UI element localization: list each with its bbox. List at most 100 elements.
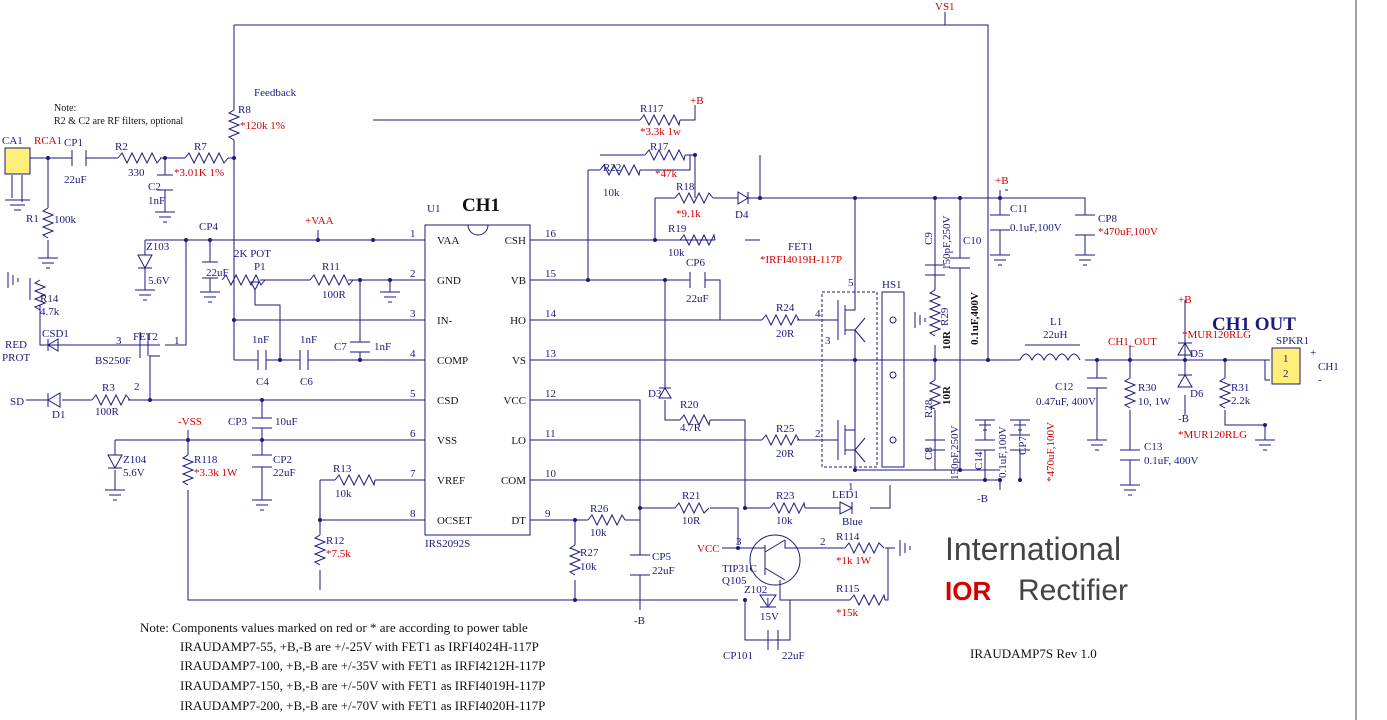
label-r28v: 10R xyxy=(941,385,953,405)
label-r2: R2 xyxy=(115,141,128,153)
label-spkr-p1: 1 xyxy=(1283,353,1289,365)
label-nb1: -B xyxy=(634,615,645,627)
label-r29: R29 xyxy=(939,307,951,326)
label-c2: C2 xyxy=(148,181,161,193)
fet1-pin-4: 4 xyxy=(815,308,821,320)
ic-pin-name: OCSET xyxy=(437,515,472,527)
ic-pin-number: 14 xyxy=(545,308,557,320)
label-c8v: 150pF,250V xyxy=(949,426,961,480)
label-c11v: 0.1uF,100V xyxy=(1010,222,1062,234)
label-nb3: -B xyxy=(977,493,988,505)
label-cp4v: 22uF xyxy=(206,267,229,279)
label-r29v: 10R xyxy=(941,330,953,350)
label-plus: + xyxy=(1310,347,1316,359)
fet1-pin-3: 3 xyxy=(825,335,831,347)
label-spkr1: SPKR1 xyxy=(1276,335,1309,347)
label-vaa: +VAA xyxy=(305,215,334,227)
bottom-note-4: IRAUDAMP7-150, +B,-B are +/-50V with FET… xyxy=(180,678,545,693)
ic-u1 xyxy=(424,224,531,536)
label-c10v: 0.1uF,400V xyxy=(969,292,981,345)
label-c12: C12 xyxy=(1055,381,1073,393)
label-r8: R8 xyxy=(238,104,251,116)
label-r24: R24 xyxy=(776,302,795,314)
label-d6: D6 xyxy=(1190,388,1204,400)
label-r114v: *1k 1W xyxy=(836,555,872,567)
ic-pin-name: VCC xyxy=(503,395,526,407)
label-cp101: CP101 xyxy=(723,650,753,662)
label-r27: R27 xyxy=(580,547,599,559)
label-r115: R115 xyxy=(836,583,860,595)
labels: CH1 CH1 OUT U1 IRS2092S IRAUDAMP7S Rev 1… xyxy=(2,1,1339,713)
label-pot: 2K POT xyxy=(234,248,271,260)
label-l1v: 22uH xyxy=(1043,329,1068,341)
label-hs1: HS1 xyxy=(882,279,902,291)
label-r11: R11 xyxy=(322,261,340,273)
ic-pin-name: VS xyxy=(512,355,526,367)
label-ledv: Blue xyxy=(842,516,863,528)
net-vs1: VS1 xyxy=(935,1,955,13)
label-c6: C6 xyxy=(300,376,313,388)
label-cp5: CP5 xyxy=(652,551,671,563)
label-c13: C13 xyxy=(1144,441,1163,453)
ic-pin-name: GND xyxy=(437,275,461,287)
label-r118: R118 xyxy=(194,454,218,466)
label-r25: R25 xyxy=(776,423,795,435)
label-tip: TIP31C xyxy=(722,563,757,575)
ic-pin-name: IN- xyxy=(437,315,453,327)
label-d4: D4 xyxy=(735,209,749,221)
ic-pin-number: 4 xyxy=(410,348,416,360)
ic-pin-name: VREF xyxy=(437,475,465,487)
logo-ior: IOR xyxy=(945,576,991,606)
label-d5v: *MUR120RLG xyxy=(1182,329,1251,341)
label-r19v: 10k xyxy=(668,247,685,259)
ic-pin-number: 9 xyxy=(545,508,551,520)
label-fet2: FET2 xyxy=(133,331,158,343)
label-z104v: 5.6V xyxy=(123,467,145,479)
ic-pin-number: 8 xyxy=(410,508,416,520)
label-z103: Z103 xyxy=(146,241,170,253)
rf-note-2: R2 & C2 are RF filters, optional xyxy=(54,116,183,127)
label-r24v: 20R xyxy=(776,328,795,340)
ic-pin-name: COM xyxy=(501,475,526,487)
bottom-note-2: IRAUDAMP7-55, +B,-B are +/-25V with FET1… xyxy=(180,639,539,654)
ic-part: IRS2092S xyxy=(425,538,470,550)
ic-pin-name: LO xyxy=(511,435,526,447)
label-cp4: CP4 xyxy=(199,221,218,233)
label-l1: L1 xyxy=(1050,316,1062,328)
label-fet1v: *IRFI4019H-117P xyxy=(760,254,842,266)
label-r21: R21 xyxy=(682,490,700,502)
label-cp2v: 22uF xyxy=(273,467,296,479)
label-r3: R3 xyxy=(102,382,115,394)
label-r22v: 10k xyxy=(603,187,620,199)
logo-line1: International xyxy=(945,531,1121,567)
label-cp1: CP1 xyxy=(64,137,83,149)
label-pb1: +B xyxy=(690,95,704,107)
label-q105: Q105 xyxy=(722,575,747,587)
label-r17: R17 xyxy=(650,141,669,153)
label-cp8: CP8 xyxy=(1098,213,1117,225)
label-cp7v: *470uF,100V xyxy=(1045,422,1057,482)
ch1-out-title: CH1 OUT xyxy=(1212,314,1296,335)
label-prot: PROT xyxy=(2,352,30,364)
label-c9: C9 xyxy=(923,232,935,245)
ch1-title: CH1 xyxy=(462,195,500,216)
label-led1: LED1 xyxy=(832,489,859,501)
label-rca1: RCA1 xyxy=(34,135,62,147)
label-r12v: *7.5k xyxy=(326,548,351,560)
label-r117: R117 xyxy=(640,103,664,115)
label-c10: C10 xyxy=(963,235,982,247)
ir-logo: International IOR Rectifier xyxy=(945,531,1128,607)
label-r13: R13 xyxy=(333,463,352,475)
label-r28: R28 xyxy=(923,399,935,418)
ic-pin-number: 7 xyxy=(410,468,416,480)
label-ca1: CA1 xyxy=(2,135,23,147)
label-d6v: *MUR120RLG xyxy=(1178,429,1247,441)
label-r12: R12 xyxy=(326,535,344,547)
label-r25v: 20R xyxy=(776,448,795,460)
ic-pin-number: 6 xyxy=(410,428,416,440)
label-c7v: 1nF xyxy=(374,341,391,353)
label-r30: R30 xyxy=(1138,382,1157,394)
label-c4: C4 xyxy=(256,376,269,388)
label-r31: R31 xyxy=(1231,382,1249,394)
fet1-pin-5: 5 xyxy=(848,277,854,289)
